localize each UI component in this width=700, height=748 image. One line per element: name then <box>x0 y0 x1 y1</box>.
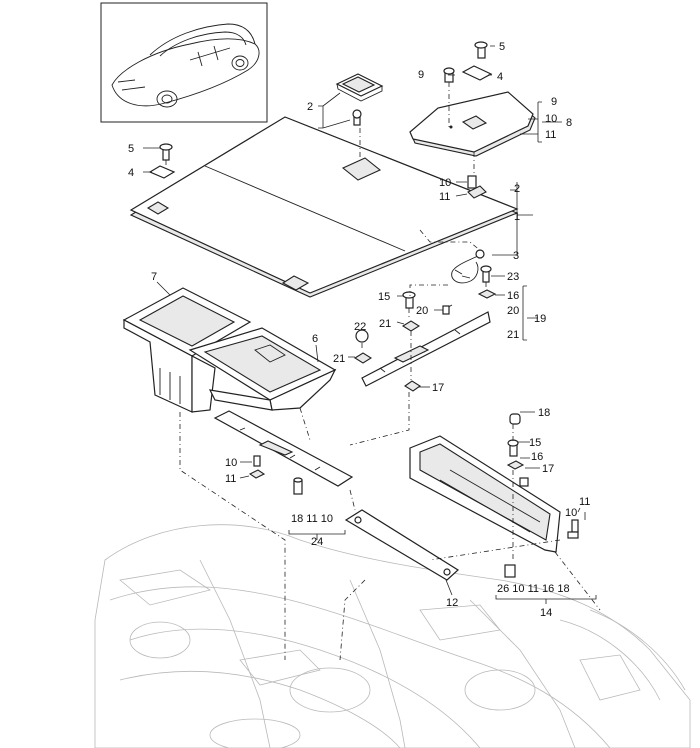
leader-lines <box>143 45 597 604</box>
callout-4: 4 <box>128 167 134 179</box>
callout-2: 2 <box>307 101 313 113</box>
callout-11: 11 <box>545 129 556 141</box>
callout-16: 16 <box>531 451 543 463</box>
callout-6: 6 <box>312 333 318 345</box>
storage-tray-7 <box>122 287 252 413</box>
callout-10: 10 <box>225 457 237 469</box>
callout-3: 3 <box>513 250 519 262</box>
fasteners-mid-right <box>442 265 497 315</box>
callout-21: 21 <box>507 329 519 341</box>
callout-15: 15 <box>378 291 390 303</box>
callout-19: 19 <box>534 313 546 325</box>
storage-tray-6 <box>188 327 337 411</box>
callout-5: 5 <box>499 41 505 53</box>
callout-11: 11 <box>225 473 236 485</box>
mount-lines <box>165 82 601 661</box>
callout-16: 16 <box>507 290 519 302</box>
callout-group-24: 18 11 10 <box>291 513 333 525</box>
callout-18: 18 <box>538 407 550 419</box>
callout-21: 21 <box>333 353 345 365</box>
callout-9: 9 <box>551 96 557 108</box>
rear-member-14 <box>409 413 579 578</box>
callout-17: 17 <box>542 463 554 475</box>
callout-20: 20 <box>416 305 428 317</box>
callout-17: 17 <box>432 382 444 394</box>
callout-8: 8 <box>566 117 572 129</box>
callout-10: 10 <box>565 507 577 519</box>
rear-bracket-24 <box>213 410 354 495</box>
fasteners-crossbar <box>353 291 421 392</box>
callout-1: 1 <box>514 211 520 223</box>
side-trim-8 <box>409 91 536 157</box>
callout-10: 10 <box>545 113 557 125</box>
vehicle-floor-ghost <box>94 524 691 748</box>
callout-2: 2 <box>514 183 520 195</box>
callout-7: 7 <box>151 271 157 283</box>
callout-23: 23 <box>507 271 519 283</box>
callout-group-14: 26 10 11 16 18 <box>497 583 570 595</box>
crossbar-19 <box>361 311 491 387</box>
callout-24: 24 <box>311 536 323 548</box>
callout-21: 21 <box>379 318 391 330</box>
callout-14: 14 <box>540 607 552 619</box>
callout-9: 9 <box>418 69 424 81</box>
grip-handle-2 <box>335 73 384 126</box>
cable-3 <box>451 249 485 284</box>
fasteners-left <box>148 143 176 179</box>
vehicle-thumbnail <box>100 2 268 123</box>
callout-20: 20 <box>507 305 519 317</box>
callout-22: 22 <box>354 321 366 333</box>
callout-15: 15 <box>529 437 541 449</box>
callout-12: 12 <box>446 597 458 609</box>
fasteners-top-right <box>443 41 493 199</box>
callout-11: 11 <box>439 191 450 203</box>
callout-11: 11 <box>579 496 590 508</box>
callout-4: 4 <box>497 71 503 83</box>
cover-plate-12 <box>344 509 459 581</box>
callout-10: 10 <box>439 177 451 189</box>
callout-labels: 1 2 2 3 4 4 5 5 6 7 8 9 9 10 10 10 11 11… <box>128 41 590 619</box>
callout-5: 5 <box>128 143 134 155</box>
